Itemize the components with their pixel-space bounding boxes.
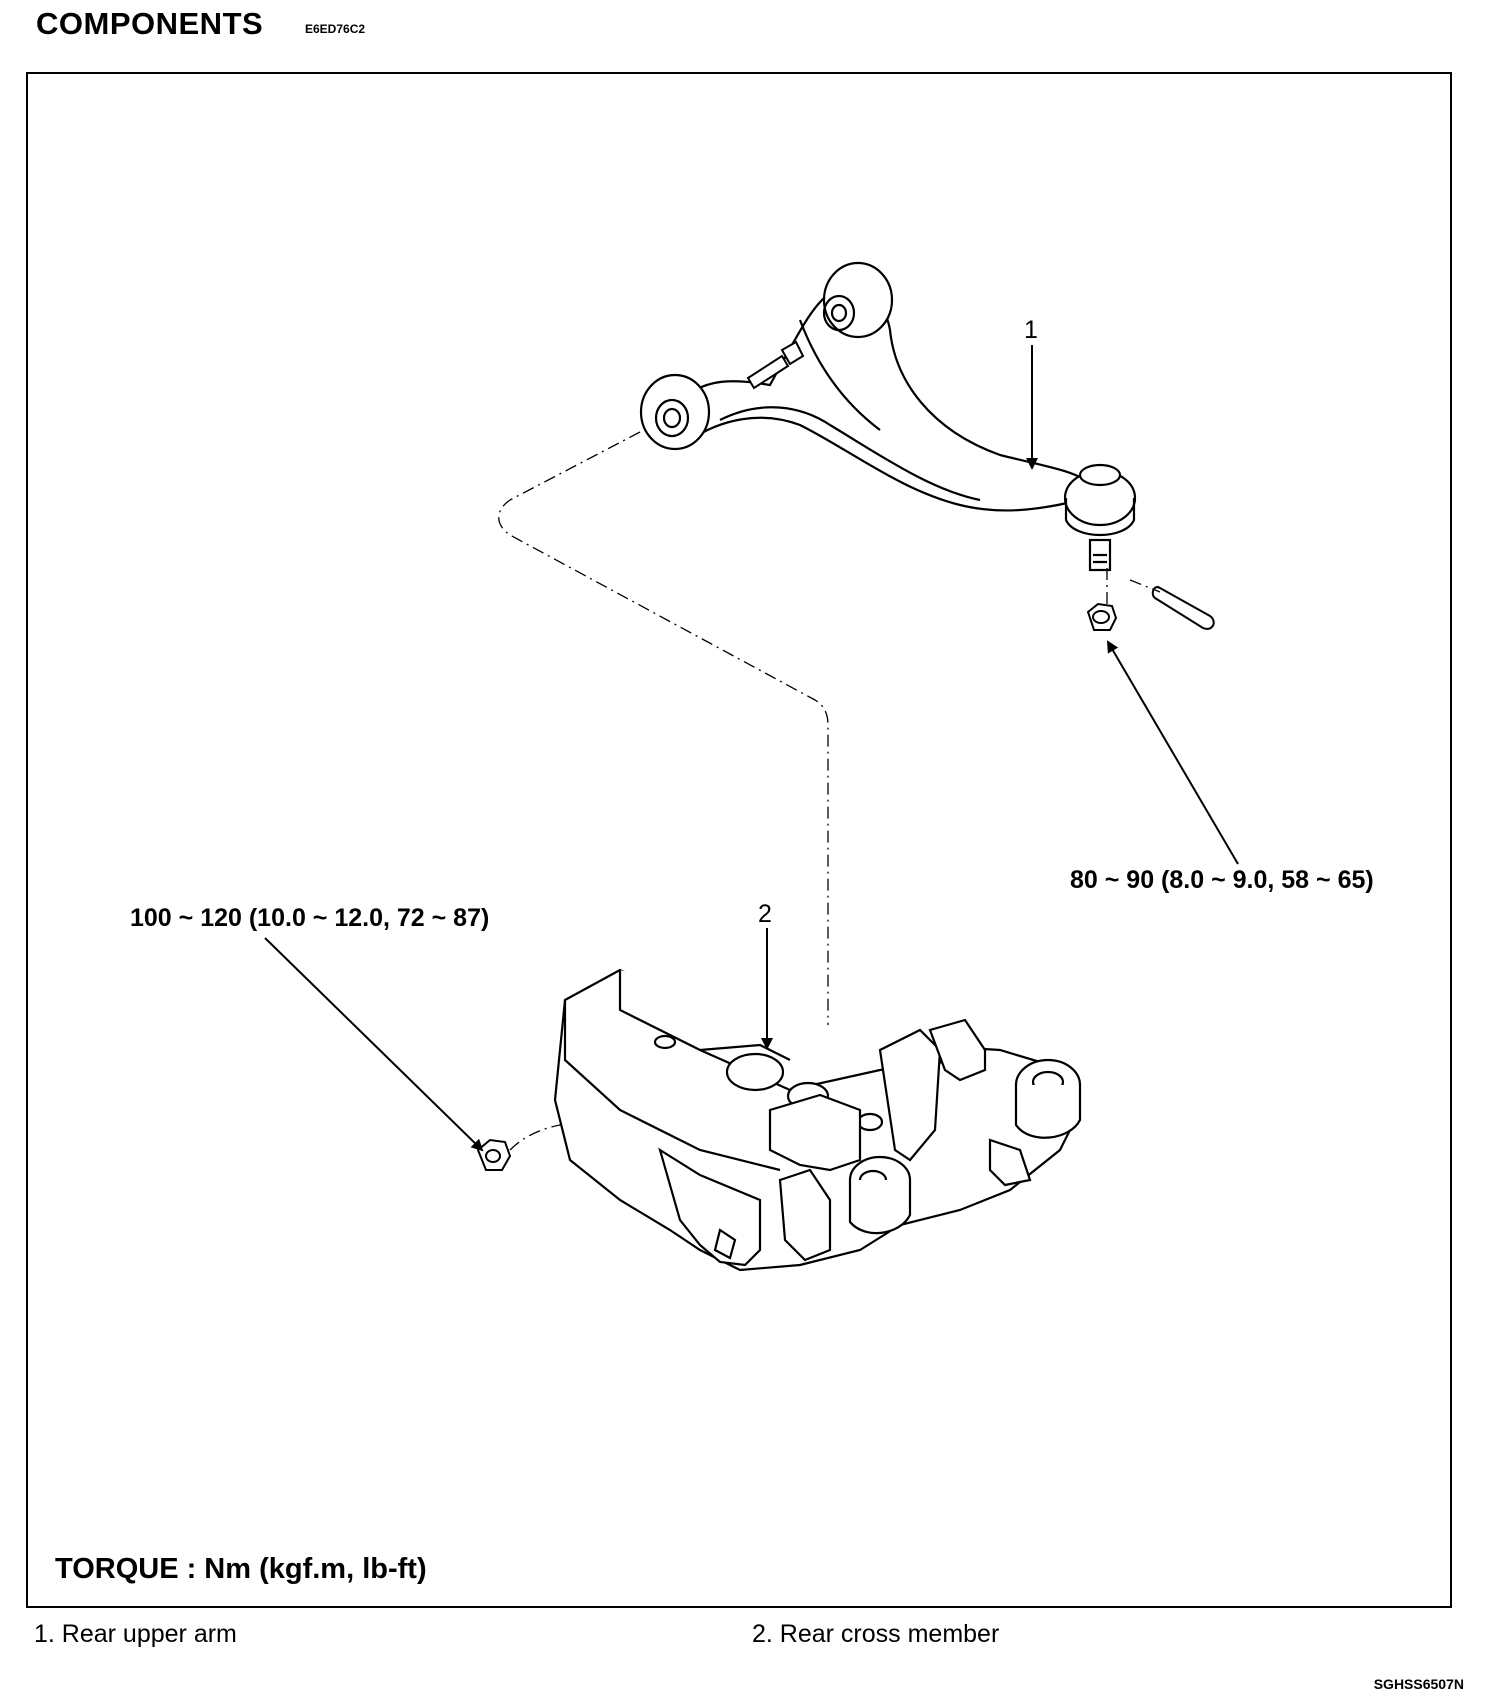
section-code: E6ED76C2: [305, 22, 366, 36]
arm-bolt: [746, 340, 805, 390]
legend-item-1: 1. Rear upper arm: [34, 1620, 237, 1648]
leader-arrows: [264, 345, 1239, 1152]
torque-crossmember-nut-label: 100 ~ 120 (10.0 ~ 12.0, 72 ~ 87): [130, 904, 490, 932]
assembly-lines: [498, 431, 1161, 1176]
torque-units-note: TORQUE : Nm (kgf.m, lb-ft): [55, 1553, 427, 1585]
cotter-pin: [1151, 586, 1215, 630]
legend-item-2: 2. Rear cross member: [752, 1620, 1000, 1648]
callout-2-number: 2: [758, 900, 772, 928]
rear-upper-arm: [639, 261, 1137, 572]
callout-1-number: 1: [1024, 316, 1038, 344]
diagram-frame: [26, 72, 1452, 1608]
cross-member-nut: [476, 1138, 512, 1171]
torque-balljoint-nut-label: 80 ~ 90 (8.0 ~ 9.0, 58 ~ 65): [1070, 866, 1374, 894]
ball-joint-nut: [1086, 602, 1118, 631]
page-title: COMPONENTS: [36, 6, 264, 41]
rear-cross-member: [553, 968, 1082, 1272]
figure-code: SGHSS6507N: [1373, 1676, 1464, 1692]
